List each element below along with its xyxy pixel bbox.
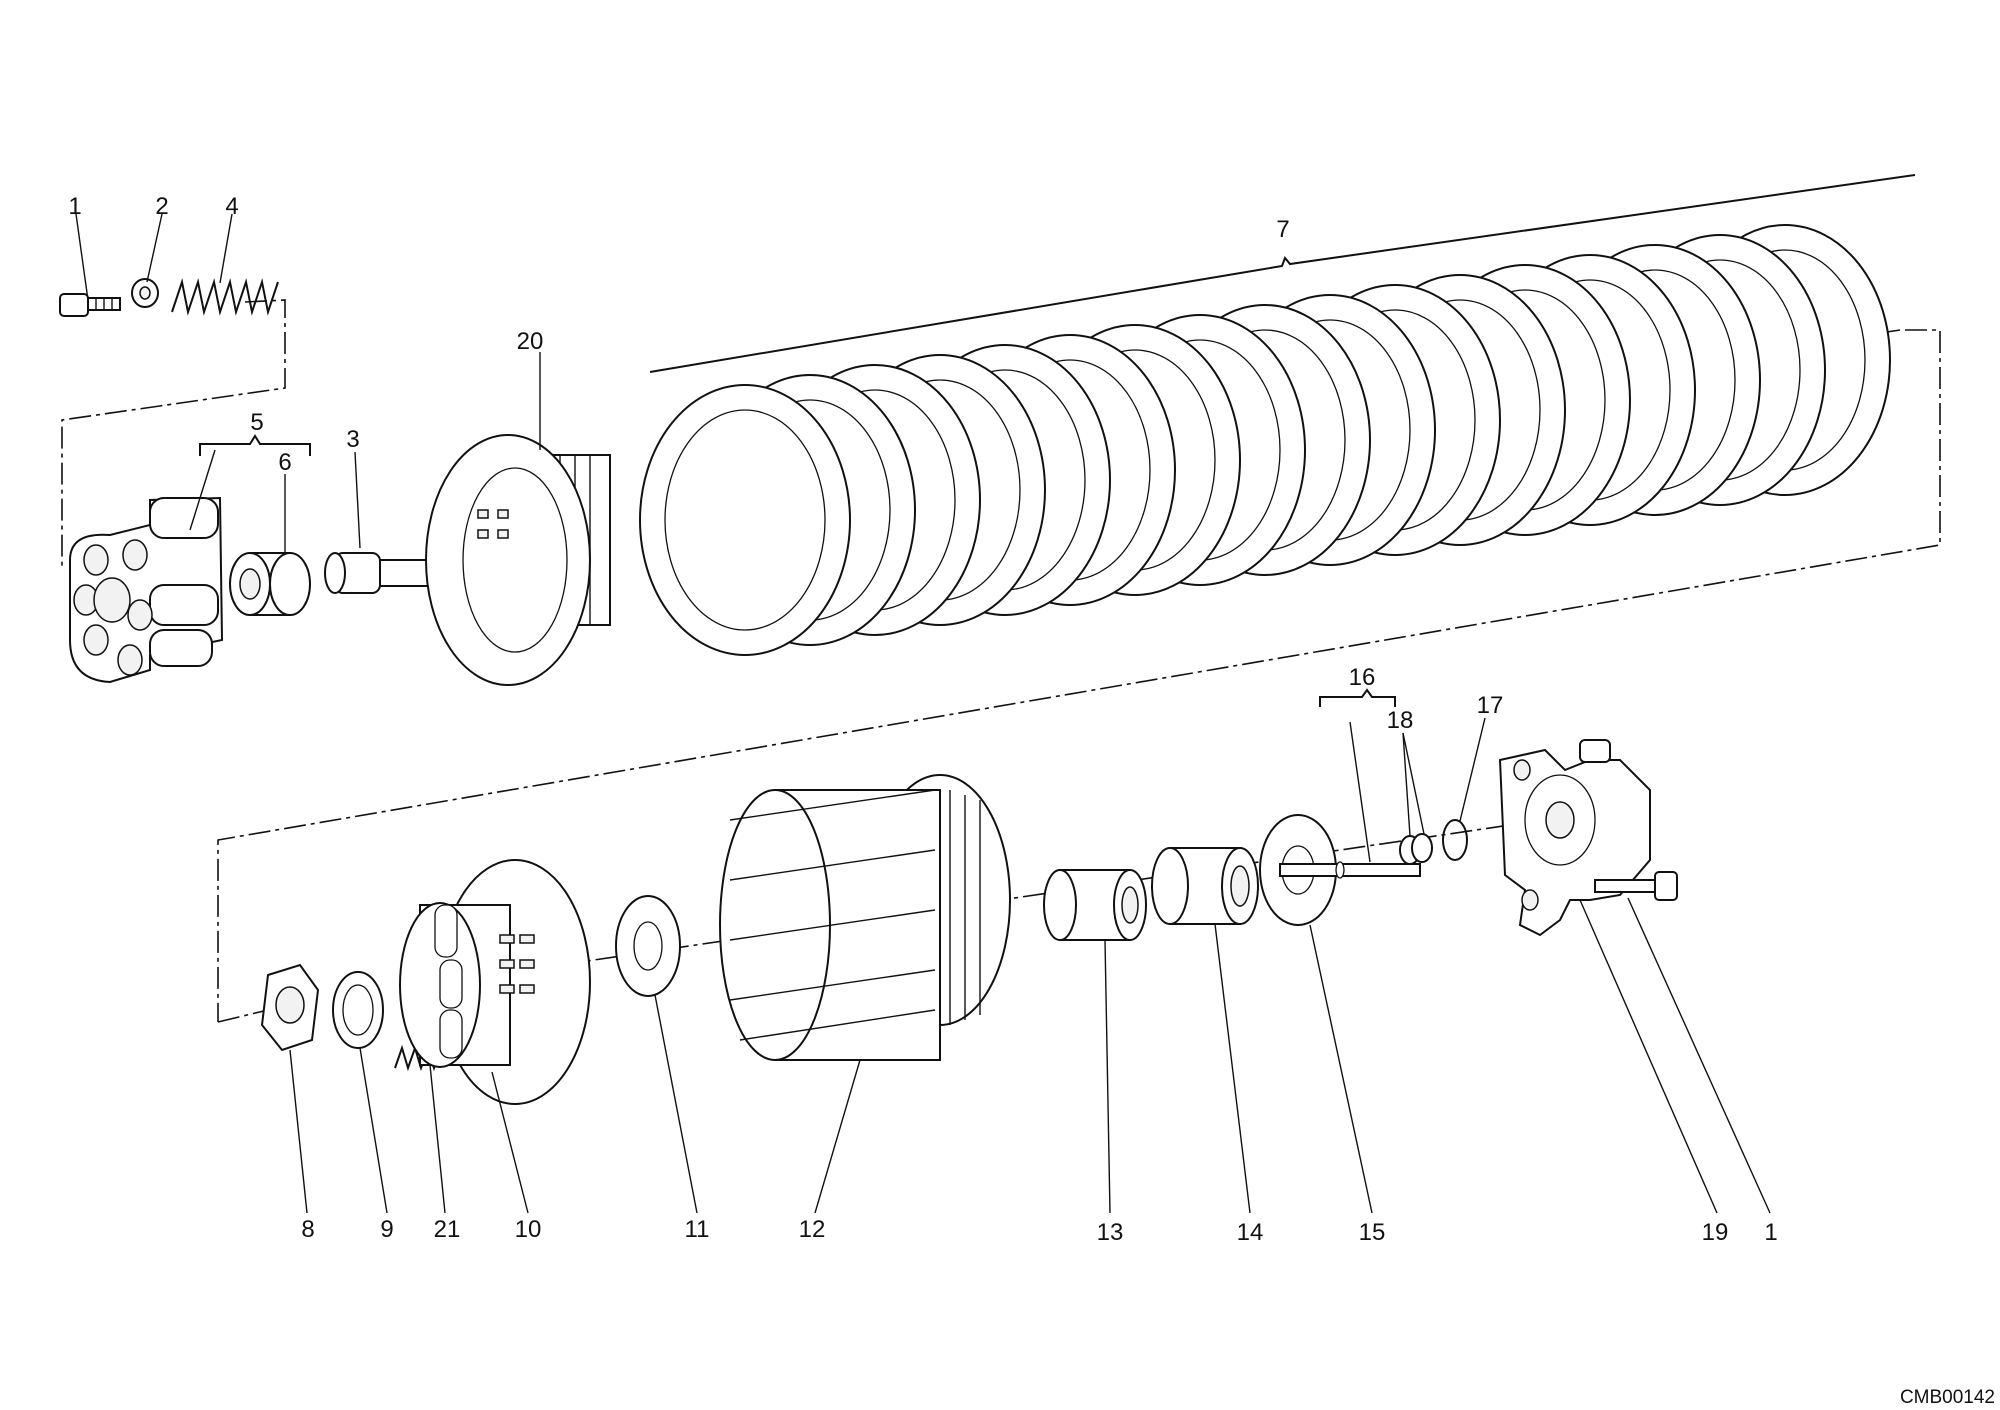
callout-1-lower: 1 bbox=[1764, 1219, 1777, 1246]
callout-6: 6 bbox=[278, 449, 291, 476]
circlip-part-17 bbox=[1442, 819, 1468, 861]
callout-19: 19 bbox=[1702, 1219, 1729, 1246]
callout-12: 12 bbox=[799, 1216, 826, 1243]
washer-part-2 bbox=[131, 278, 159, 308]
leader-lines bbox=[75, 174, 1916, 1214]
callout-20: 20 bbox=[517, 328, 544, 355]
spacer-part-14 bbox=[1151, 847, 1259, 925]
shaft-part-3 bbox=[324, 552, 436, 594]
lock-washer-part-9 bbox=[332, 971, 384, 1049]
pressure-plate-part-5 bbox=[69, 496, 224, 684]
callout-2: 2 bbox=[155, 193, 168, 220]
callout-15: 15 bbox=[1359, 1219, 1386, 1246]
callout-13: 13 bbox=[1097, 1219, 1124, 1246]
drawing-code: CMB00142 bbox=[1900, 1387, 1995, 1408]
bushing-part-13 bbox=[1043, 869, 1147, 941]
callout-labels: 1 2 4 7 20 5 6 3 16 18 17 8 9 21 10 11 1… bbox=[68, 193, 1777, 1246]
callout-18: 18 bbox=[1387, 707, 1414, 734]
callout-9: 9 bbox=[380, 1216, 393, 1243]
callout-7: 7 bbox=[1276, 216, 1289, 243]
callout-17: 17 bbox=[1477, 692, 1504, 719]
nut-part-8 bbox=[260, 963, 320, 1052]
callout-21: 21 bbox=[434, 1216, 461, 1243]
callout-1-upper: 1 bbox=[68, 193, 81, 220]
callout-3: 3 bbox=[346, 426, 359, 453]
slave-cylinder-part-19 bbox=[1498, 739, 1651, 937]
callout-10: 10 bbox=[515, 1216, 542, 1243]
callout-8: 8 bbox=[301, 1216, 314, 1243]
hub-part-10 bbox=[399, 859, 591, 1105]
callout-14: 14 bbox=[1237, 1219, 1264, 1246]
callout-5: 5 bbox=[250, 409, 263, 436]
spring-part-4 bbox=[171, 278, 279, 316]
callout-16: 16 bbox=[1349, 664, 1376, 691]
clutch-plates-part-7 bbox=[639, 224, 1891, 656]
thrust-washer-part-11 bbox=[615, 895, 681, 997]
bolt-part-1-lower bbox=[1594, 871, 1678, 901]
bolt-part-1 bbox=[59, 293, 121, 317]
callout-4: 4 bbox=[225, 193, 238, 220]
callout-11: 11 bbox=[685, 1216, 710, 1243]
outer-basket-part-12 bbox=[719, 774, 1011, 1061]
bearing-part-6 bbox=[229, 552, 311, 616]
seals-part-18 bbox=[1399, 833, 1433, 865]
pushrod-part-16 bbox=[1279, 861, 1421, 879]
drum-part-20 bbox=[425, 434, 611, 686]
